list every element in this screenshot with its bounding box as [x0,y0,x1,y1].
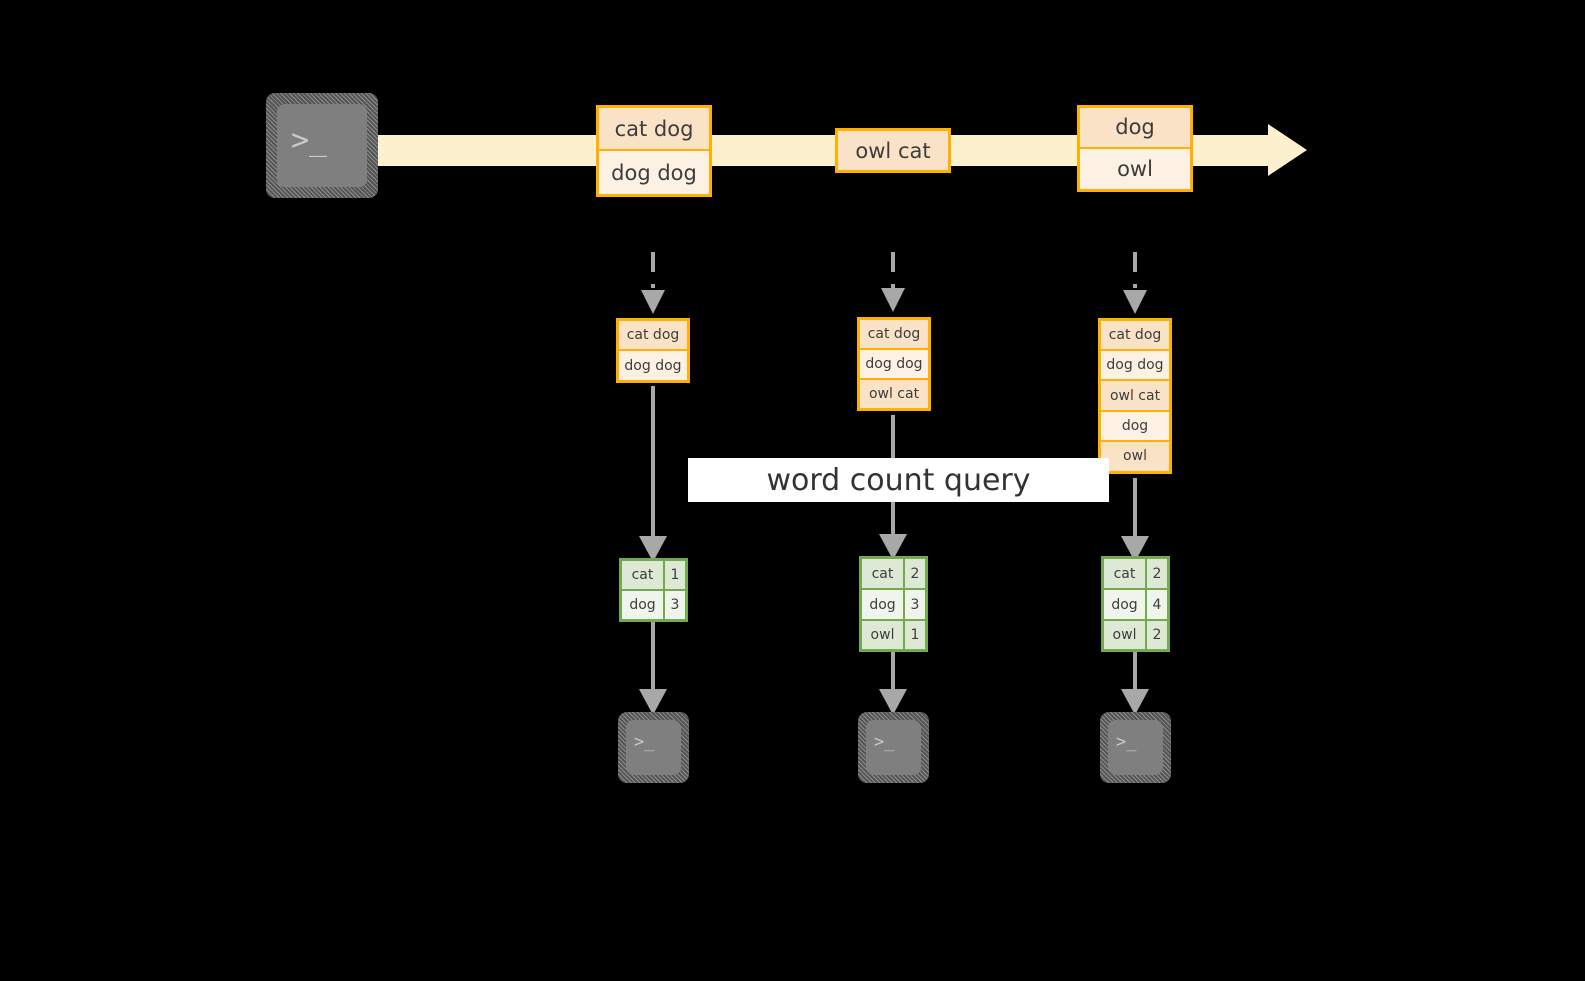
snapshot-3-result-word-2: dog [1104,590,1147,619]
snapshot-3-accumulated-row-1: cat dog [1101,321,1169,352]
stream-batch-1-row-1: cat dog [599,108,709,152]
stream-batch-3-row-2: owl [1080,148,1190,189]
snapshot-1-result-count-1: 1 [670,567,680,583]
table-row: dog 3 [862,590,925,621]
snapshot-2-result-count-1: 2 [910,565,920,582]
snapshot-3-accumulated-row-4: dog [1101,411,1169,442]
stream-batch-1[interactable]: cat dog dog dog [596,105,712,197]
terminal-body [866,720,921,775]
table-row: dog 4 [1104,590,1167,621]
snapshot-2-result-word-2: dog [862,590,905,619]
query-label-text: word count query [766,462,1031,498]
snapshot-3-accumulated-row-2: dog dog [1101,351,1169,382]
snapshot-2-result-count-3: 1 [910,627,920,643]
terminal-prompt-icon: >_ [291,123,328,158]
snapshot-3-result[interactable]: cat 2 dog 4 owl 2 [1101,556,1170,652]
snapshot-3-accumulated[interactable]: cat dog dog dog owl cat dog owl [1098,318,1172,474]
snapshot-3-result-word-1: cat [1104,559,1147,588]
stream-arrowhead [1268,124,1307,176]
terminal-prompt-icon: >_ [1116,732,1137,752]
terminal-prompt-icon: >_ [874,732,895,752]
query-label: word count query [688,458,1109,502]
stream-batch-3[interactable]: dog owl [1077,105,1193,192]
source-terminal[interactable]: >_ [266,93,378,198]
snapshot-2-sink-terminal[interactable]: >_ [858,712,929,783]
terminal-body [277,104,367,187]
stream-batch-2-row-1: owl cat [838,131,948,170]
stream-batch-2[interactable]: owl cat [835,128,951,173]
table-row: dog 3 [622,591,685,619]
snapshot-2-result[interactable]: cat 2 dog 3 owl 1 [859,556,928,652]
snapshot-3-accumulated-row-5: owl [1101,441,1169,471]
snapshot-3-result-count-1: 2 [1152,565,1162,582]
snapshot-1-result-word-2: dog [622,591,665,619]
snapshot-1-result[interactable]: cat 1 dog 3 [619,558,688,622]
snapshot-1-accumulated-row-1: cat dog [619,321,687,351]
snapshot-2-accumulated-row-3: owl cat [860,380,928,408]
snapshot-1-accumulated[interactable]: cat dog dog dog [616,318,690,383]
table-row: cat 2 [862,559,925,590]
table-row: cat 1 [622,561,685,591]
snapshot-1-sink-terminal[interactable]: >_ [618,712,689,783]
table-row: cat 2 [1104,559,1167,590]
terminal-prompt-icon: >_ [634,732,655,752]
table-row: owl 2 [1104,621,1167,649]
snapshot-1-result-word-1: cat [622,561,665,589]
snapshot-1-result-count-2: 3 [670,597,680,613]
snapshot-2-result-count-2: 3 [910,596,920,613]
snapshot-3-result-count-2: 4 [1152,596,1162,613]
snapshot-2-accumulated-row-2: dog dog [860,350,928,380]
snapshot-2-accumulated-row-1: cat dog [860,320,928,350]
snapshot-3-sink-terminal[interactable]: >_ [1100,712,1171,783]
snapshot-3-result-count-3: 2 [1152,627,1162,643]
stream-batch-3-row-1: dog [1080,108,1190,149]
stream-batch-1-row-2: dog dog [599,151,709,194]
snapshot-1-accumulated-row-2: dog dog [619,351,687,380]
snapshot-2-accumulated[interactable]: cat dog dog dog owl cat [857,317,931,411]
snapshot-3-result-word-3: owl [1104,621,1147,649]
snapshot-2-result-word-1: cat [862,559,905,588]
terminal-body [1108,720,1163,775]
snapshot-3-accumulated-row-3: owl cat [1101,381,1169,412]
snapshot-2-result-word-3: owl [862,621,905,649]
table-row: owl 1 [862,621,925,649]
terminal-body [626,720,681,775]
